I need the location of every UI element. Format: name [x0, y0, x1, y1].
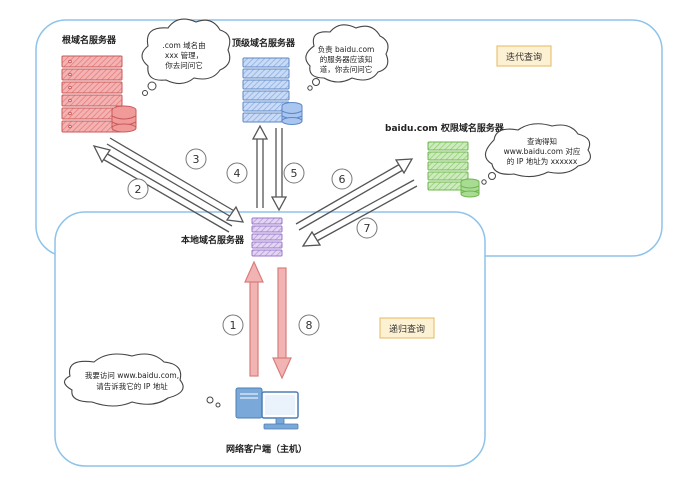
arrow-step-4 — [251, 124, 269, 208]
step-4-badge: 4 — [226, 162, 248, 184]
step-2-label: 2 — [135, 183, 142, 196]
client-bubble: 我要访问 www.baidu.com, 请告诉我它的 IP 地址 — [63, 353, 221, 408]
root-bubble-line-1: .com 域名由 — [162, 40, 205, 50]
tld-bubble-line-1: 负责 baidu.com — [318, 44, 375, 54]
root-server-label: 根域名服务器 — [62, 34, 117, 46]
arrow-step-6 — [295, 158, 414, 231]
arrow-step-2 — [92, 145, 233, 233]
arrow-step-7 — [301, 179, 418, 247]
iterative-badge: 迭代查询 — [496, 45, 552, 67]
root-bubble-line-3: 你去问问它 — [165, 60, 203, 70]
authoritative-bubble: 查询得知 www.baidu.com 对应 的 IP 地址为 xxxxxx — [481, 123, 591, 185]
iterative-badge-label: 迭代查询 — [506, 51, 542, 63]
step-4-label: 4 — [234, 167, 241, 180]
step-7-badge: 7 — [356, 217, 378, 239]
root-bubble-line-2: xxx 管理， — [165, 50, 203, 60]
local-server-icon — [251, 217, 283, 257]
tld-bubble: 负责 baidu.com 的服务器应该知 道，你去问问它 — [305, 24, 389, 91]
recursive-badge-label: 递归查询 — [389, 323, 425, 335]
authoritative-server-label: baidu.com 权限域名服务器 — [385, 122, 505, 134]
authoritative-server-icon — [427, 141, 480, 198]
authoritative-bubble-line-2: www.baidu.com 对应 — [504, 146, 581, 156]
authoritative-bubble-line-1: 查询得知 — [527, 136, 557, 146]
step-7-label: 7 — [364, 222, 371, 235]
client-bubble-line-2: 请告诉我它的 IP 地址 — [96, 381, 168, 391]
recursive-region — [54, 211, 486, 467]
client-label: 网络客户端（主机） — [226, 443, 307, 455]
root-server-icon — [61, 55, 137, 133]
step-8-label: 8 — [306, 319, 313, 332]
step-1-label: 1 — [230, 319, 237, 332]
tld-server-label: 顶级域名服务器 — [232, 37, 296, 49]
step-5-badge: 5 — [283, 162, 305, 184]
arrow-step-3 — [106, 137, 245, 223]
tld-server-icon — [242, 57, 303, 125]
client-computer-icon — [235, 387, 299, 430]
local-server-label: 本地域名服务器 — [181, 234, 245, 246]
recursive-badge: 递归查询 — [379, 317, 435, 339]
step-2-badge: 2 — [127, 178, 149, 200]
step-3-label: 3 — [193, 153, 200, 166]
tld-bubble-line-3: 道，你去问问它 — [320, 64, 373, 74]
authoritative-bubble-line-3: 的 IP 地址为 xxxxxx — [507, 156, 578, 166]
step-5-label: 5 — [291, 167, 298, 180]
step-3-badge: 3 — [185, 148, 207, 170]
client-bubble-line-1: 我要访问 www.baidu.com, — [85, 370, 179, 380]
arrow-step-5 — [270, 128, 288, 212]
arrow-step-1 — [244, 260, 264, 377]
root-bubble: .com 域名由 xxx 管理， 你去问问它 — [141, 18, 231, 96]
step-8-badge: 8 — [298, 314, 320, 336]
tld-bubble-line-2: 的服务器应该知 — [320, 54, 373, 64]
step-1-badge: 1 — [222, 314, 244, 336]
step-6-badge: 6 — [331, 168, 353, 190]
step-6-label: 6 — [339, 173, 346, 186]
arrow-step-8 — [272, 267, 292, 380]
